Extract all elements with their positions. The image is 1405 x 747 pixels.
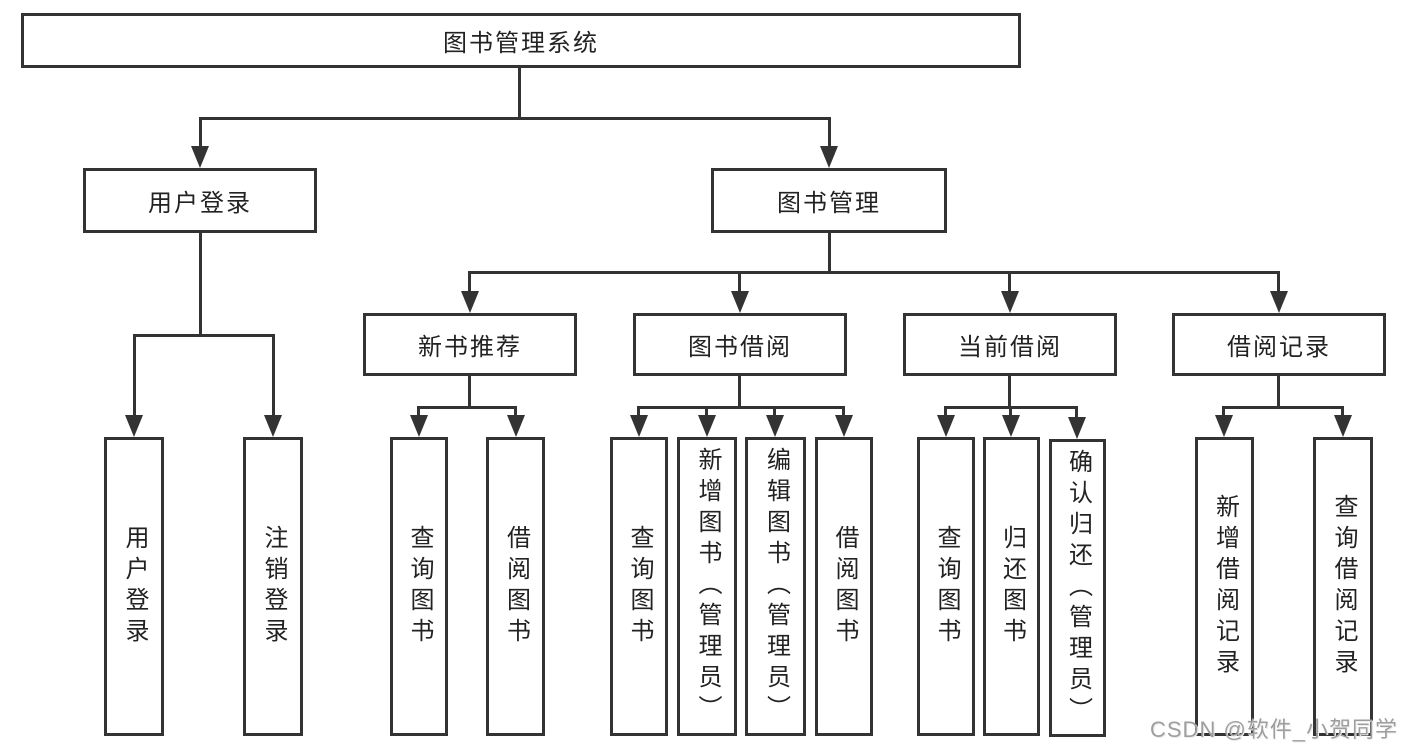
leaf-borrow-books-recommend: 借阅图书 xyxy=(486,437,545,736)
line xyxy=(419,406,516,409)
arrow-down-icon xyxy=(937,415,955,437)
line xyxy=(1341,406,1344,417)
line xyxy=(842,406,845,417)
leaf-borrow-books-borrow: 借阅图书 xyxy=(815,437,873,736)
arrow-down-icon xyxy=(731,291,749,313)
leaf-logout: 注销登录 xyxy=(243,437,303,736)
line xyxy=(199,233,202,336)
leaf-add-book-admin: 新增图书（管理员） xyxy=(677,437,737,736)
leaf-query-borrow-record-label: 查询借阅记录 xyxy=(1330,493,1357,680)
line xyxy=(470,271,1280,274)
line xyxy=(828,117,831,148)
node-current-borrow-label: 当前借阅 xyxy=(958,334,1062,361)
arrow-down-icon xyxy=(1068,417,1086,439)
leaf-confirm-return-admin: 确认归还（管理员） xyxy=(1049,439,1106,737)
leaf-add-borrow-record: 新增借阅记录 xyxy=(1195,437,1254,736)
line xyxy=(1008,271,1011,293)
line xyxy=(1224,406,1343,409)
line xyxy=(468,271,471,293)
line xyxy=(828,233,831,273)
line xyxy=(134,334,274,337)
leaf-edit-book-admin-label: 编辑图书（管理员） xyxy=(762,447,790,726)
line xyxy=(133,334,136,417)
line xyxy=(773,406,776,417)
node-new-book-recommend: 新书推荐 xyxy=(363,313,577,376)
line xyxy=(1277,376,1280,408)
leaf-add-book-admin-label: 新增图书（管理员） xyxy=(694,447,721,726)
arrow-down-icon xyxy=(191,146,209,168)
leaf-query-books-recommend-label: 查询图书 xyxy=(406,524,433,649)
line xyxy=(199,117,202,148)
node-system-root: 图书管理系统 xyxy=(21,13,1021,68)
line xyxy=(417,406,420,417)
node-book-management: 图书管理 xyxy=(711,168,947,233)
leaf-return-books-label: 归还图书 xyxy=(998,524,1026,649)
node-book-borrow-label: 图书借阅 xyxy=(688,334,792,361)
leaf-borrow-books-borrow-label: 借阅图书 xyxy=(831,524,858,649)
leaf-query-books-current: 查询图书 xyxy=(917,437,975,736)
line xyxy=(1009,406,1012,417)
leaf-logout-label: 注销登录 xyxy=(260,524,287,649)
line xyxy=(1075,406,1078,417)
node-book-borrow: 图书借阅 xyxy=(633,313,847,376)
line xyxy=(1277,271,1280,293)
line xyxy=(1222,406,1225,417)
csdn-watermark: CSDN @软件_小贺同学 xyxy=(1150,717,1399,742)
line xyxy=(639,406,844,409)
arrow-down-icon xyxy=(410,415,428,437)
line xyxy=(705,406,708,417)
arrow-down-icon xyxy=(835,415,853,437)
leaf-edit-book-admin: 编辑图书（管理员） xyxy=(745,437,806,736)
line xyxy=(738,271,741,293)
arrow-down-icon xyxy=(1001,291,1019,313)
arrow-down-icon xyxy=(507,415,525,437)
arrow-down-icon xyxy=(630,415,648,437)
arrow-down-icon xyxy=(461,291,479,313)
leaf-query-books-recommend: 查询图书 xyxy=(390,437,448,736)
arrow-down-icon xyxy=(698,415,716,437)
arrow-down-icon xyxy=(264,415,282,437)
line xyxy=(637,406,640,417)
leaf-user-login-label: 用户登录 xyxy=(121,524,148,649)
node-new-book-recommend-label: 新书推荐 xyxy=(418,334,522,361)
line xyxy=(468,376,471,408)
arrow-down-icon xyxy=(125,415,143,437)
arrow-down-icon xyxy=(1215,415,1233,437)
arrow-down-icon xyxy=(1002,415,1020,437)
arrow-down-icon xyxy=(766,415,784,437)
arrow-down-icon xyxy=(1334,415,1352,437)
line xyxy=(514,406,517,417)
node-borrow-records: 借阅记录 xyxy=(1172,313,1386,376)
line xyxy=(199,117,831,120)
node-current-borrow: 当前借阅 xyxy=(903,313,1117,376)
line xyxy=(738,376,741,408)
leaf-user-login: 用户登录 xyxy=(104,437,164,736)
line xyxy=(944,406,947,417)
node-book-management-label: 图书管理 xyxy=(777,190,881,217)
node-user-login-label: 用户登录 xyxy=(148,190,252,217)
node-borrow-records-label: 借阅记录 xyxy=(1227,334,1331,361)
line xyxy=(518,67,521,119)
leaf-query-books-current-label: 查询图书 xyxy=(933,524,960,649)
arrow-down-icon xyxy=(820,146,838,168)
leaf-return-books: 归还图书 xyxy=(983,437,1040,736)
leaf-query-books-borrow-label: 查询图书 xyxy=(626,524,653,649)
line xyxy=(1008,376,1011,408)
node-user-login: 用户登录 xyxy=(83,168,317,233)
leaf-query-books-borrow: 查询图书 xyxy=(610,437,668,736)
leaf-add-borrow-record-label: 新增借阅记录 xyxy=(1211,493,1239,680)
leaf-query-borrow-record: 查询借阅记录 xyxy=(1313,437,1373,736)
node-system-root-label: 图书管理系统 xyxy=(443,30,599,57)
leaf-borrow-books-recommend-label: 借阅图书 xyxy=(502,524,530,649)
arrow-down-icon xyxy=(1270,291,1288,313)
line xyxy=(272,334,275,417)
leaf-confirm-return-admin-label: 确认归还（管理员） xyxy=(1064,448,1092,728)
